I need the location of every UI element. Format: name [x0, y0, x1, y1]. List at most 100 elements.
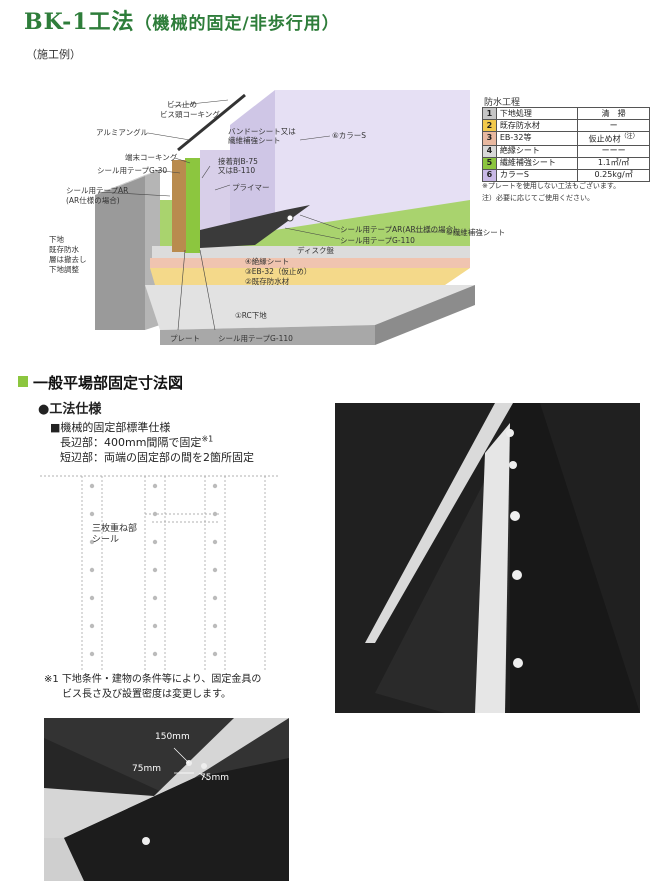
parapet-side — [95, 175, 145, 330]
label-substrate-1: 下地 — [49, 235, 64, 244]
fixing-point — [212, 483, 218, 489]
fixing-point — [89, 595, 95, 601]
fixing-point — [212, 651, 218, 657]
fixing-point — [212, 595, 218, 601]
disc-plate-marker — [286, 214, 294, 222]
spec-long-side: 長辺部：400mm間隔で固定※1 — [60, 434, 214, 449]
label-color-s-top: ⑥カラーS — [332, 131, 366, 140]
footnote: ※1 下地条件・建物の条件等により、固定金具の ビス長さ及び設置密度は変更します… — [44, 672, 261, 702]
process-name: 下地処理 — [495, 107, 579, 120]
process-num: 4 — [482, 144, 497, 158]
fixing-point — [212, 539, 218, 545]
label-band-sheet: バンドーシート又は — [228, 127, 296, 136]
process-num: 5 — [482, 156, 497, 170]
long-side-mark: ※1 — [201, 434, 214, 444]
process-name: EB-32等 — [495, 131, 579, 146]
label-disc-plate: ディスク盤 — [297, 246, 334, 255]
roof-top-coating — [275, 90, 470, 230]
fixing-point — [152, 623, 158, 629]
process-num: 6 — [482, 168, 497, 182]
method-heading: ●工法仕様 — [38, 402, 102, 417]
label-end-caulk: 端末コーキング — [125, 153, 178, 162]
process-title: 防水工程 — [484, 98, 521, 108]
aluminum-angle — [177, 93, 246, 152]
fixing-point — [152, 651, 158, 657]
process-material: ーーー — [577, 144, 650, 158]
label-seal-tape-ar: シール用テープAR — [66, 186, 129, 195]
layer-eb32 — [150, 258, 470, 268]
section-marker — [18, 376, 28, 387]
overlap-label-1: 三枚重ね部 — [92, 524, 138, 534]
process-note-2: 注）必要に応じてご使用ください。 — [482, 194, 594, 202]
label-ar-case: (AR仕様の場合) — [66, 196, 120, 205]
dim-75-left: 75mm — [132, 764, 161, 774]
flashing-brown — [172, 160, 186, 252]
fixing-point — [212, 567, 218, 573]
fixing-point — [212, 511, 218, 517]
example-label: （施工例） — [26, 48, 81, 61]
wall-face — [230, 90, 275, 245]
label-seal-tape-g30: シール用テープG-30 — [97, 166, 168, 175]
sheet-photo-drawing — [335, 403, 640, 713]
page-title: BK-1工法（機械的固定/非歩行用） — [24, 4, 340, 36]
label-existing-2: ②既存防水材 — [245, 277, 290, 286]
process-num: 3 — [482, 131, 497, 146]
leader-lines — [97, 99, 445, 331]
sheet-fold — [200, 205, 310, 248]
layer-insulation — [152, 246, 470, 258]
label-tape-ar-right: シール用テープAR(AR仕様の場合) — [340, 225, 457, 234]
label-substrate-4: 下地調整 — [49, 265, 79, 274]
flashing-green — [185, 158, 200, 253]
fixing-point — [89, 483, 95, 489]
process-name: カラーS — [495, 168, 579, 182]
process-material: 清 掃 — [577, 107, 650, 120]
fixing-point — [89, 539, 95, 545]
fixing-points — [89, 483, 218, 657]
sheet-photo — [335, 403, 640, 713]
label-primer: プライマー — [232, 183, 270, 192]
process-material: 1.1㎡/㎡ — [577, 156, 650, 170]
process-num: 1 — [482, 107, 497, 120]
fixing-point — [89, 511, 95, 517]
overlap-label-2: シール — [92, 535, 120, 545]
fixing-point — [152, 595, 158, 601]
dim-150: 150mm — [155, 732, 190, 742]
process-material: 0.25kg/㎡ — [577, 168, 650, 182]
title-sub: （機械的固定/非歩行用） — [134, 14, 340, 34]
label-fiber-sheet: 繊維補強シート — [228, 136, 281, 145]
fixing-point — [89, 623, 95, 629]
dimension-photo — [44, 718, 289, 881]
process-name: 繊維補強シート — [495, 156, 579, 170]
process-num: 2 — [482, 119, 497, 132]
process-name: 既存防水材 — [495, 119, 579, 132]
fixing-point — [152, 483, 158, 489]
label-or-b110: 又はB-110 — [218, 166, 256, 175]
label-tape-g110-bottom: シール用テープG-110 — [218, 334, 293, 343]
fixing-point — [212, 623, 218, 629]
label-screw-caulk: ビス頭コーキング — [160, 110, 220, 119]
dim-75-right: 75mm — [200, 773, 229, 783]
spec-short-side: 短辺部：両端の固定部の間を2箇所固定 — [60, 451, 254, 464]
label-substrate-3: 層は撤去し — [49, 255, 87, 264]
label-plate: プレート — [170, 334, 200, 343]
footnote-line-1: ※1 下地条件・建物の条件等により、固定金具の — [44, 674, 262, 685]
spec-title: ■機械的固定部標準仕様 — [50, 421, 171, 434]
label-substrate-2: 既存防水 — [49, 245, 79, 254]
fixing-point — [89, 651, 95, 657]
slab-top — [145, 285, 475, 330]
footnote-line-2: ビス長さ及び設置密度は変更します。 — [62, 689, 231, 700]
label-eb32-3: ③EB-32（仮止め） — [245, 267, 312, 276]
section-heading: 一般平場部固定寸法図 — [33, 374, 184, 392]
slab-side — [375, 285, 475, 345]
fixing-point — [152, 511, 158, 517]
label-aluminum-angle: アルミアングル — [96, 128, 149, 137]
label-tape-g110-right: シール用テープG-110 — [340, 236, 415, 245]
label-adhesive-b75: 接着剤B-75 — [218, 157, 258, 166]
label-insulation-4: ④絶縁シート — [245, 257, 290, 266]
